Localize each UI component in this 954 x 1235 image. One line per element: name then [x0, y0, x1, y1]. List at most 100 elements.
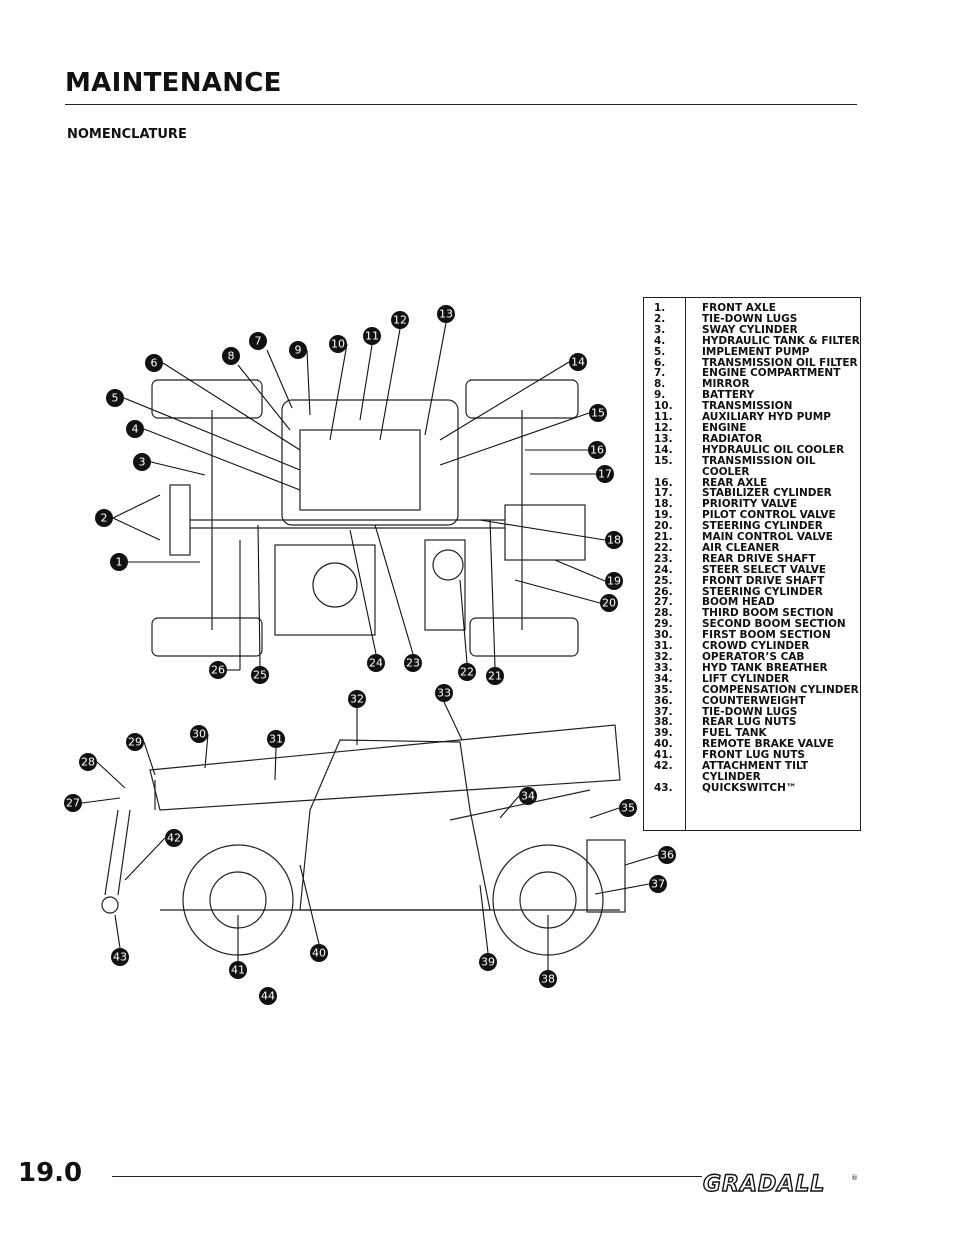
legend-item-number: 26.: [654, 585, 673, 598]
callout-33: 33: [435, 684, 453, 702]
legend-item-name: LIFT CYLINDER: [702, 672, 790, 685]
footer-rule: [112, 1176, 702, 1177]
callout-14: 14: [569, 353, 587, 371]
svg-text:33: 33: [437, 687, 451, 700]
legend-item-name: OPERATOR’S CAB: [702, 651, 805, 663]
legend-item-name: TRANSMISSION OIL COOLER: [702, 454, 816, 478]
legend-item-number: 28.: [654, 607, 673, 620]
svg-text:28: 28: [81, 756, 95, 769]
legend-item-name: FRONT AXLE: [702, 302, 776, 314]
callout-24: 24: [367, 654, 385, 672]
legend-item: 8.MIRROR: [644, 379, 860, 390]
callout-8: 8: [222, 347, 240, 365]
legend-item: 20.STEERING CYLINDER: [644, 521, 860, 532]
legend-item-name: TRANSMISSION: [702, 400, 793, 413]
legend-item: 22.AIR CLEANER: [644, 543, 860, 554]
machine-diagram: 1 2 3 4 5 6 7 8 9 10 11 12 13 14 15 16 1…: [64, 305, 676, 1005]
callout-43: 43: [111, 948, 129, 966]
legend-item-name: COMPENSATION CYLINDER: [702, 683, 859, 696]
svg-text:20: 20: [602, 597, 616, 610]
svg-text:3: 3: [139, 456, 146, 469]
svg-text:21: 21: [488, 670, 502, 683]
legend-item: 26. STEERING CYLINDER: [644, 585, 860, 598]
legend-item-number: 25.: [654, 574, 673, 587]
legend-item-name: TRANSMISSION OIL FILTER: [702, 356, 858, 369]
title-rule: [65, 104, 857, 105]
callout-35: 35: [619, 799, 637, 817]
legend-item: 32. OPERATOR’S CAB: [644, 652, 860, 663]
callout-10: 10: [329, 335, 347, 353]
svg-text:15: 15: [591, 407, 605, 420]
legend-item: 31.CROWD CYLINDER: [644, 641, 860, 652]
legend-item: 10.TRANSMISSION: [644, 401, 860, 412]
legend-item-number: 35.: [654, 683, 673, 696]
callout-32: 32: [348, 690, 366, 708]
callout-markers: 1 2 3 4 5 6 7 8 9 10 11 12 13 14 15 16 1…: [64, 305, 676, 1005]
legend-item-name: REAR DRIVE SHAFT: [702, 552, 816, 565]
legend-item: 12.ENGINE: [644, 423, 860, 434]
callout-18: 18: [605, 531, 623, 549]
leader-lines: [81, 322, 659, 970]
legend-item-name: MIRROR: [702, 378, 750, 391]
legend-item-name: STEERING CYLINDER: [702, 585, 823, 598]
svg-text:8: 8: [228, 350, 235, 363]
svg-text:17: 17: [598, 468, 612, 481]
svg-text:GRADALL: GRADALL: [703, 1172, 825, 1196]
legend-item-number: 6.: [654, 356, 666, 369]
legend-item: 19.PILOT CONTROL VALVE: [644, 510, 860, 521]
legend-item-number: 4.: [654, 334, 666, 347]
callout-34: 34: [519, 787, 537, 805]
callout-27: 27: [64, 794, 82, 812]
callout-22: 22: [458, 663, 476, 681]
legend-item-number: 32.: [654, 651, 673, 663]
callout-2: 2: [95, 509, 113, 527]
callout-1: 1: [110, 553, 128, 571]
callout-29: 29: [126, 733, 144, 751]
legend-item: 43.QUICKSWITCH™: [644, 782, 860, 794]
legend-item-number: 21.: [654, 531, 673, 544]
legend-item-number: 33.: [654, 661, 673, 674]
section-heading: NOMENCLATURE: [67, 127, 187, 142]
legend-item-name: TIE-DOWN LUGS: [702, 705, 798, 718]
svg-text:24: 24: [369, 657, 383, 670]
callout-41: 41: [229, 961, 247, 979]
callout-28: 28: [79, 753, 97, 771]
legend-item: 30.FIRST BOOM SECTION: [644, 630, 860, 641]
legend-item: 37.TIE-DOWN LUGS: [644, 705, 860, 718]
legend-item-number: 23.: [654, 552, 673, 565]
gradall-logo: GRADALL ®: [703, 1171, 858, 1196]
callout-36: 36: [658, 846, 676, 864]
legend-item-number: 36.: [654, 694, 673, 707]
legend-item-number: 17.: [654, 487, 673, 500]
legend-item-number: 27.: [654, 596, 673, 609]
legend-item-name: REAR AXLE: [702, 476, 768, 489]
svg-text:6: 6: [151, 357, 158, 370]
legend-item: 25.FRONT DRIVE SHAFT: [644, 574, 860, 587]
legend-divider: [685, 298, 686, 830]
legend-item-name: COUNTERWEIGHT: [702, 694, 806, 707]
callout-12: 12: [391, 311, 409, 329]
legend-item-name: STABILIZER CYLINDER: [702, 487, 832, 500]
legend-item-number: 3.: [654, 323, 666, 336]
legend-item-name: ATTACHMENT TILT CYLINDER: [702, 760, 809, 783]
svg-text:16: 16: [590, 444, 604, 457]
legend-item-name: ENGINE COMPARTMENT: [702, 367, 841, 380]
legend-item-name: PILOT CONTROL VALVE: [702, 509, 836, 522]
legend-item-name: RADIATOR: [702, 432, 763, 445]
legend-item-name: MAIN CONTROL VALVE: [702, 531, 833, 544]
callout-19: 19: [605, 572, 623, 590]
svg-text:5: 5: [112, 392, 119, 405]
legend-item: 14.HYDRAULIC OIL COOLER: [644, 444, 860, 456]
legend-item-name: THIRD BOOM SECTION: [702, 607, 834, 620]
legend-item-name: STEER SELECT VALVE: [702, 563, 827, 576]
legend-item-number: 13.: [654, 432, 673, 445]
svg-text:40: 40: [312, 947, 326, 960]
legend-item-name: FUEL TANK: [702, 727, 767, 740]
legend-item-name: STEERING CYLINDER: [702, 520, 823, 533]
callout-37: 37: [649, 875, 667, 893]
legend-item: 29.SECOND BOOM SECTION: [644, 619, 860, 630]
svg-text:1: 1: [116, 556, 123, 569]
legend-item-number: 15.: [654, 454, 673, 467]
